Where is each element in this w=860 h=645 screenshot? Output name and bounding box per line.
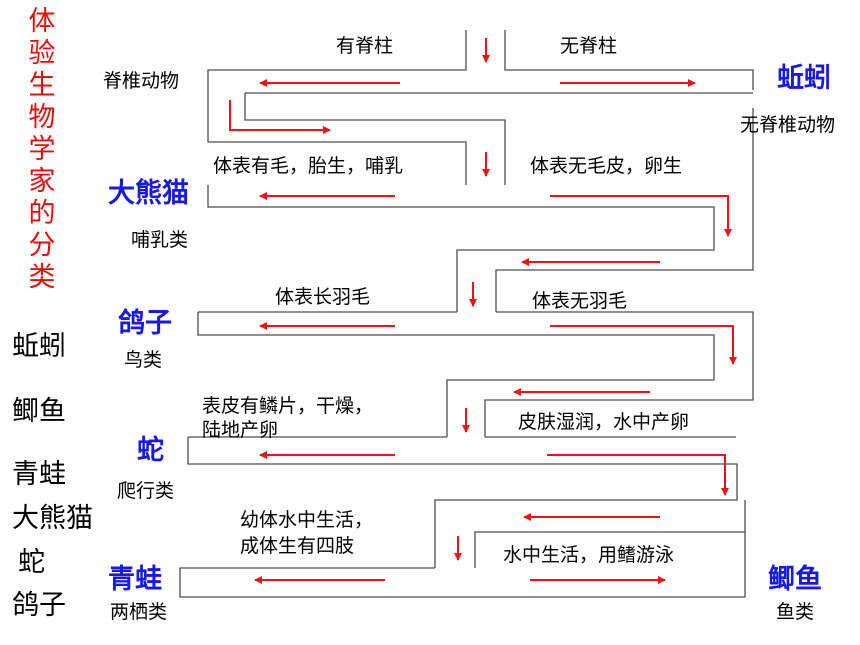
maze-walls: [179, 30, 754, 598]
list-item-earthworm: 蚯蚓: [12, 331, 66, 362]
condition-invertebrate: 无脊柱: [560, 35, 618, 57]
condition-amphibian-line1: 幼体水中生活，: [240, 509, 374, 531]
animal-crucian: 鲫鱼: [768, 564, 822, 595]
list-item-frog: 青蛙: [12, 459, 66, 490]
condition-scales-line2: 陆地产卵: [202, 419, 279, 441]
condition-no-fur: 体表无毛皮，卵生: [530, 155, 683, 177]
group-fish: 鱼类: [776, 601, 815, 623]
maze-wall-11: [179, 531, 746, 598]
group-vertebrates: 脊椎动物: [103, 70, 180, 92]
list-item-snake: 蛇: [18, 547, 45, 578]
condition-vertebrate: 有脊柱: [336, 35, 394, 57]
group-invertebrates: 无脊椎动物: [740, 114, 836, 136]
animal-frog: 青蛙: [108, 564, 162, 595]
condition-moist-skin: 皮肤湿润，水中产卵: [518, 411, 690, 433]
condition-scales-line1: 表皮有鳞片，干燥，: [202, 395, 374, 417]
page-title: 体验生物学家的分类: [28, 6, 56, 293]
maze-wall-3: [207, 185, 715, 312]
group-reptile: 爬行类: [117, 480, 175, 502]
animal-panda: 大熊猫: [108, 178, 189, 209]
condition-no-feathers: 体表无羽毛: [532, 290, 628, 312]
animal-pigeon: 鸽子: [118, 308, 172, 339]
maze-wall-0: [207, 30, 467, 185]
list-item-panda: 大熊猫: [12, 503, 93, 534]
group-mammal: 哺乳类: [131, 229, 189, 251]
animal-snake: 蛇: [137, 435, 164, 466]
arrow-turn-moist: [547, 454, 729, 496]
direction-arrows: [229, 38, 737, 584]
maze-wall-2: [495, 108, 754, 312]
list-item-crucian: 鲫鱼: [12, 396, 66, 427]
group-amphibian: 两栖类: [110, 601, 168, 623]
condition-feathers: 体表长羽毛: [275, 286, 371, 308]
arrow-turn-no-feathers: [550, 325, 737, 365]
maze-wall-1: [504, 30, 754, 90]
list-item-pigeon: 鸽子: [12, 590, 66, 621]
condition-fish: 水中生活，用鳍游泳: [503, 544, 675, 566]
condition-amphibian-line2: 成体生有四肢: [240, 535, 355, 557]
maze-wall-7: [484, 311, 754, 437]
maze-wall-5: [197, 312, 715, 437]
arrow-turn-no-fur: [550, 195, 732, 237]
group-bird: 鸟类: [124, 349, 163, 371]
arrow-turn-vertebrate: [229, 100, 331, 134]
maze-wall-8: [187, 437, 738, 568]
animal-earthworm: 蚯蚓: [777, 63, 831, 94]
maze-wall-4: [244, 93, 506, 185]
condition-fur: 体表有毛，胎生，哺乳: [213, 155, 404, 177]
